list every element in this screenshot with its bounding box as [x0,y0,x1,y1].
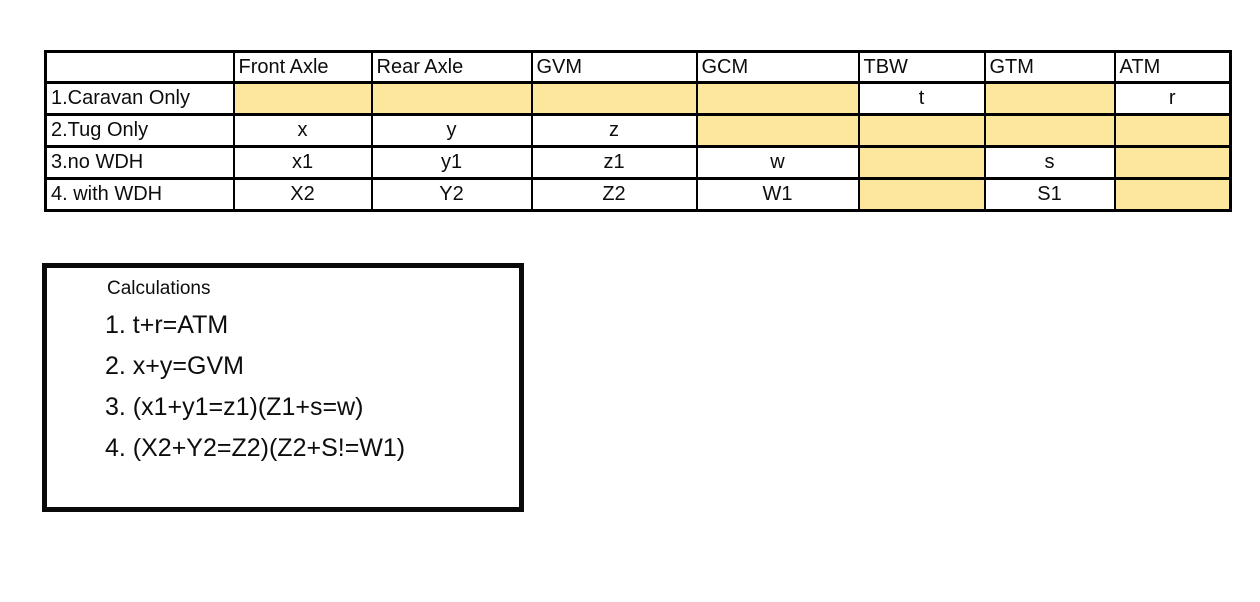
value-cell: y [370,113,533,148]
calculation-line-4: 4. (X2+Y2=Z2)(Z2+S!=W1) [105,434,406,462]
table-row: 1.Caravan Only t r [44,81,1232,116]
calculation-line-1: 1. t+r=ATM [105,311,229,339]
column-header: GTM [983,50,1116,84]
value-cell: X2 [232,177,373,212]
value-cell: y1 [370,145,533,180]
value-cell: Z2 [530,177,698,212]
highlighted-cell [695,81,860,116]
value-cell: r [1113,81,1232,116]
highlighted-cell [857,145,986,180]
value-cell: s [983,145,1116,180]
column-header: Front Axle [232,50,373,84]
value-cell: z [530,113,698,148]
column-header: TBW [857,50,986,84]
highlighted-cell [695,113,860,148]
value-cell: x1 [232,145,373,180]
calculation-line-2: 2. x+y=GVM [105,352,244,380]
row-label: 4. with WDH [44,177,235,212]
column-header: Rear Axle [370,50,533,84]
highlighted-cell [857,177,986,212]
calculation-line-3: 3. (x1+y1=z1)(Z1+s=w) [105,393,364,421]
value-cell: t [857,81,986,116]
calculations-title: Calculations [107,278,211,299]
value-cell: x [232,113,373,148]
value-cell: z1 [530,145,698,180]
highlighted-cell [983,113,1116,148]
value-cell: S1 [983,177,1116,212]
corner-header-cell [44,50,235,84]
highlighted-cell [1113,145,1232,180]
highlighted-cell [1113,177,1232,212]
value-cell: Y2 [370,177,533,212]
row-label: 1.Caravan Only [44,81,235,116]
column-header: GVM [530,50,698,84]
highlighted-cell [857,113,986,148]
value-cell: w [695,145,860,180]
row-label: 2.Tug Only [44,113,235,148]
highlighted-cell [370,81,533,116]
highlighted-cell [983,81,1116,116]
highlighted-cell [232,81,373,116]
row-label: 3.no WDH [44,145,235,180]
highlighted-cell [530,81,698,116]
column-header: GCM [695,50,860,84]
column-header: ATM [1113,50,1232,84]
calculations-box: Calculations 1. t+r=ATM 2. x+y=GVM 3. (x… [42,263,524,512]
highlighted-cell [1113,113,1232,148]
value-cell: W1 [695,177,860,212]
